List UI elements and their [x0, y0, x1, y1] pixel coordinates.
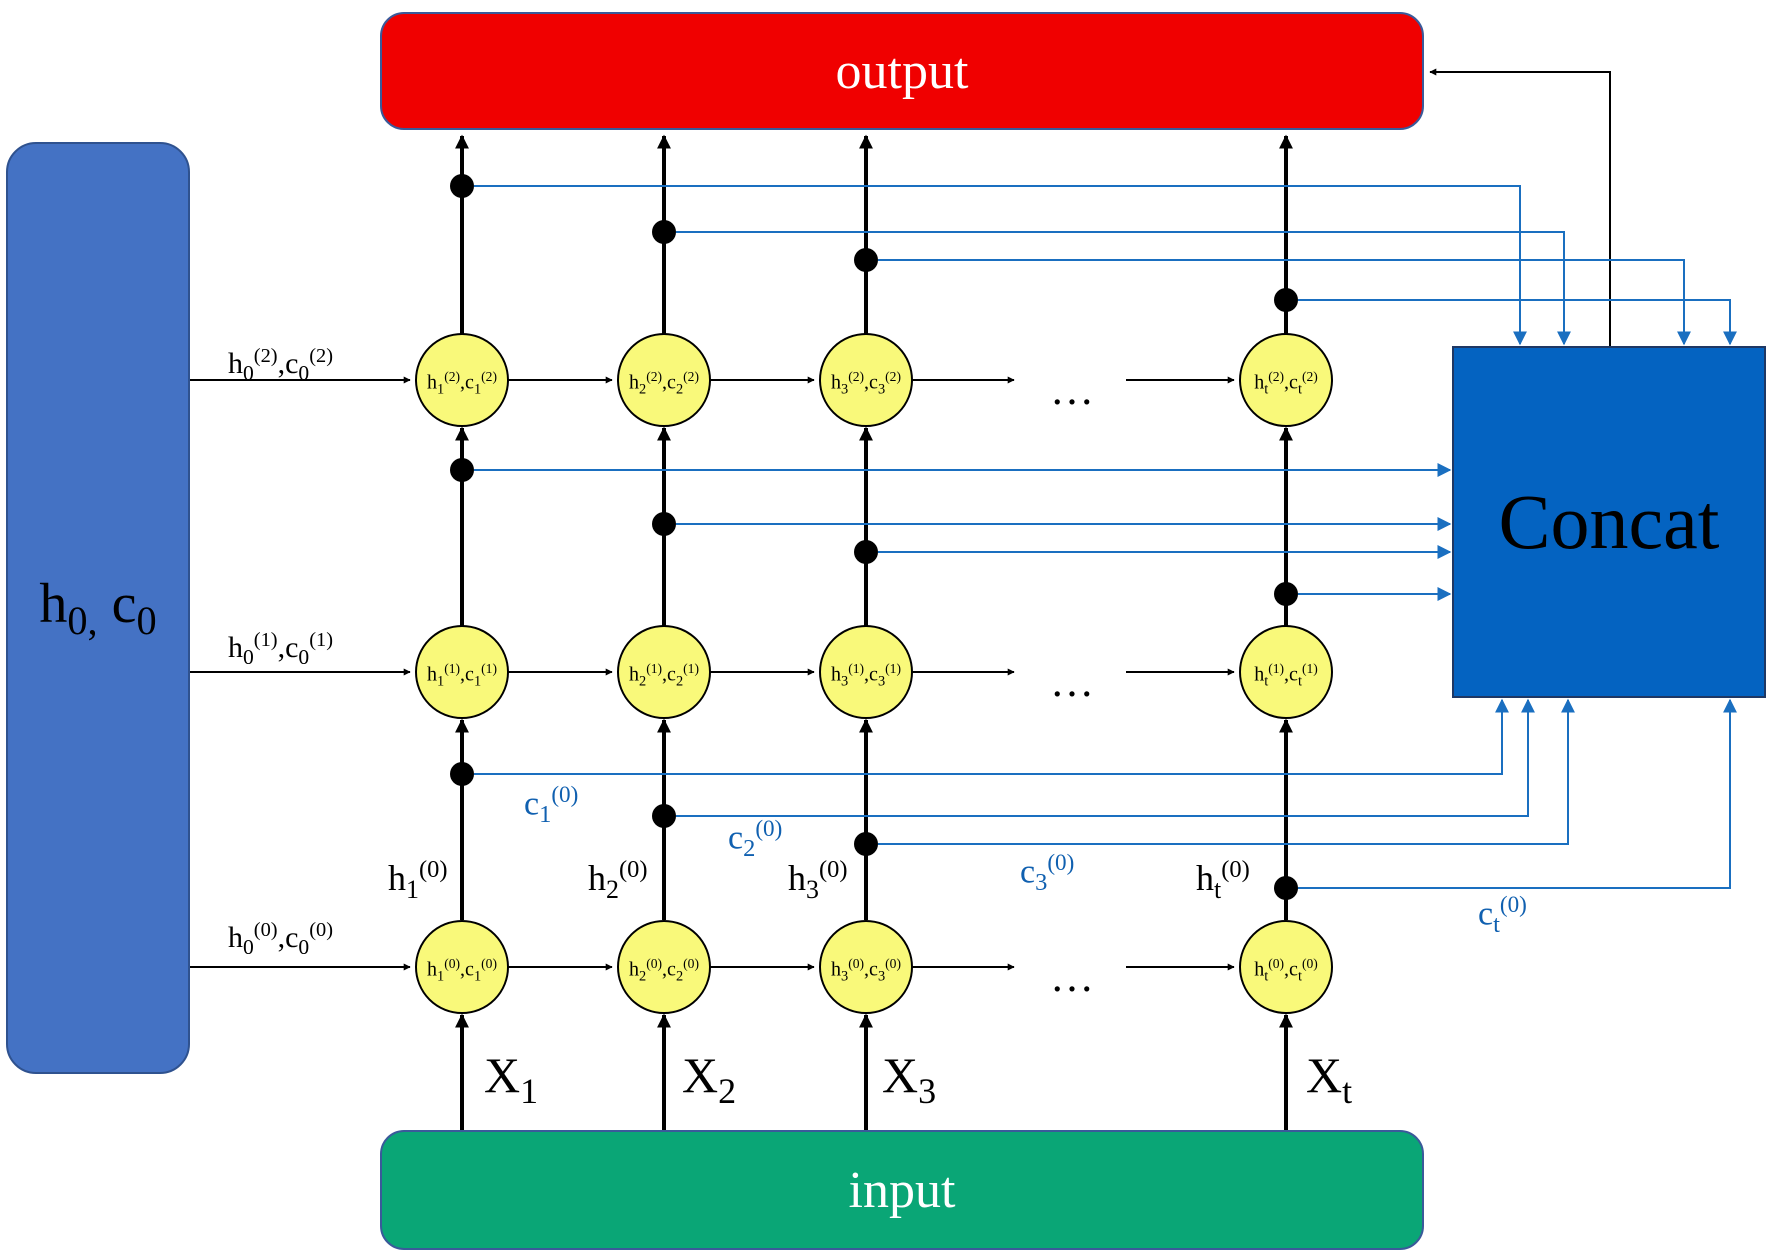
- node-label-l0-2: h2(0),c2(0): [628, 956, 699, 985]
- tap-arrow-layer0: [1298, 698, 1737, 889]
- ct-0-label: ct(0): [1478, 892, 1527, 939]
- tap-dot-layer1: [1274, 582, 1298, 606]
- x2-label: X2: [682, 1047, 737, 1111]
- c2-0-label: c2(0): [728, 816, 783, 863]
- tap-arrow-layer0: [474, 698, 1509, 775]
- h3-0-label: h3(0): [788, 856, 848, 905]
- node-label-l2-t: ht(2),ct(2): [1254, 369, 1318, 398]
- tap-dot-layer1: [652, 512, 676, 536]
- lstm-cell-layer1-step1: [415, 625, 509, 719]
- lstm-cell-layer1-step4: [1239, 625, 1333, 719]
- tap-arrow-layer2: [676, 231, 1571, 346]
- node-label-l1-1: h1(1),c1(1): [426, 661, 497, 690]
- x3-label: X3: [882, 1047, 937, 1111]
- tap-dot-layer2: [450, 174, 474, 198]
- tap-dot-layer2: [854, 248, 878, 272]
- node-label-l0-3: h3(0),c3(0): [830, 956, 901, 985]
- c1-0-label: c1(0): [524, 782, 579, 829]
- lstm-cell-layer2-step1: [415, 333, 509, 427]
- tap-arrow-layer2: [1298, 299, 1737, 346]
- lstm-cell-layer0-step2: [617, 920, 711, 1014]
- node-label-l0-1: h1(0),c1(0): [426, 956, 497, 985]
- output-box: output: [380, 12, 1424, 130]
- input-box: input: [380, 1130, 1424, 1250]
- ht-0-label: ht(0): [1196, 856, 1250, 905]
- lstm-cell-layer0-step4: [1239, 920, 1333, 1014]
- tap-dot-layer2: [652, 220, 676, 244]
- input-label: input: [848, 1161, 956, 1219]
- h2-0-label: h2(0): [588, 856, 648, 905]
- tap-dot-layer0: [1274, 876, 1298, 900]
- ellipsis-l0: …: [1050, 952, 1094, 1001]
- h1-0-label: h1(0): [388, 856, 448, 905]
- concat-to-output-arrow: [1429, 68, 1611, 346]
- c3-0-label: c3(0): [1020, 850, 1075, 897]
- lstm-cell-layer2-step3: [819, 333, 913, 427]
- node-label-l2-3: h3(2),c3(2): [830, 369, 901, 398]
- lstm-cell-layer1-step2: [617, 625, 711, 719]
- ellipsis-l1: …: [1050, 657, 1094, 706]
- tap-arrow-layer2: [474, 185, 1527, 346]
- tap-arrow-layer0: [878, 698, 1575, 845]
- lstm-cell-layer0-step3: [819, 920, 913, 1014]
- node-label-l0-t: ht(0),ct(0): [1254, 956, 1318, 985]
- initial-state-label: h0, c0: [39, 572, 157, 644]
- tap-dot-layer1: [450, 458, 474, 482]
- lstm-cell-layer1-step3: [819, 625, 913, 719]
- tap-dot-layer2: [1274, 288, 1298, 312]
- x1-label: X1: [484, 1047, 539, 1111]
- initial-state-box: h0, c0: [6, 142, 190, 1074]
- tap-dot-layer0: [652, 804, 676, 828]
- layer0-init-label: h0(0),c0(0): [228, 919, 333, 959]
- lstm-cell-layer2-step2: [617, 333, 711, 427]
- layer2-init-label: h0(2),c0(2): [228, 345, 333, 385]
- lstm-cell-layer2-step4: [1239, 333, 1333, 427]
- ellipsis-l2: …: [1050, 365, 1094, 414]
- node-label-l2-2: h2(2),c2(2): [628, 369, 699, 398]
- concat-box: Concat: [1452, 346, 1766, 698]
- tap-dot-layer0: [450, 762, 474, 786]
- node-label-l1-3: h3(1),c3(1): [830, 661, 901, 690]
- tap-arrow-layer2: [878, 259, 1691, 346]
- layer1-init-label: h0(1),c0(1): [228, 629, 333, 669]
- lstm-cell-layer0-step1: [415, 920, 509, 1014]
- node-label-l1-2: h2(1),c2(1): [628, 661, 699, 690]
- tap-dot-layer0: [854, 832, 878, 856]
- node-label-l2-1: h1(2),c1(2): [426, 369, 497, 398]
- concat-label: Concat: [1498, 478, 1720, 565]
- tap-arrow-layer0: [676, 698, 1535, 817]
- output-label: output: [835, 42, 969, 100]
- node-label-l1-t: ht(1),ct(1): [1254, 661, 1318, 690]
- tap-dot-layer1: [854, 540, 878, 564]
- xt-label: Xt: [1306, 1047, 1353, 1111]
